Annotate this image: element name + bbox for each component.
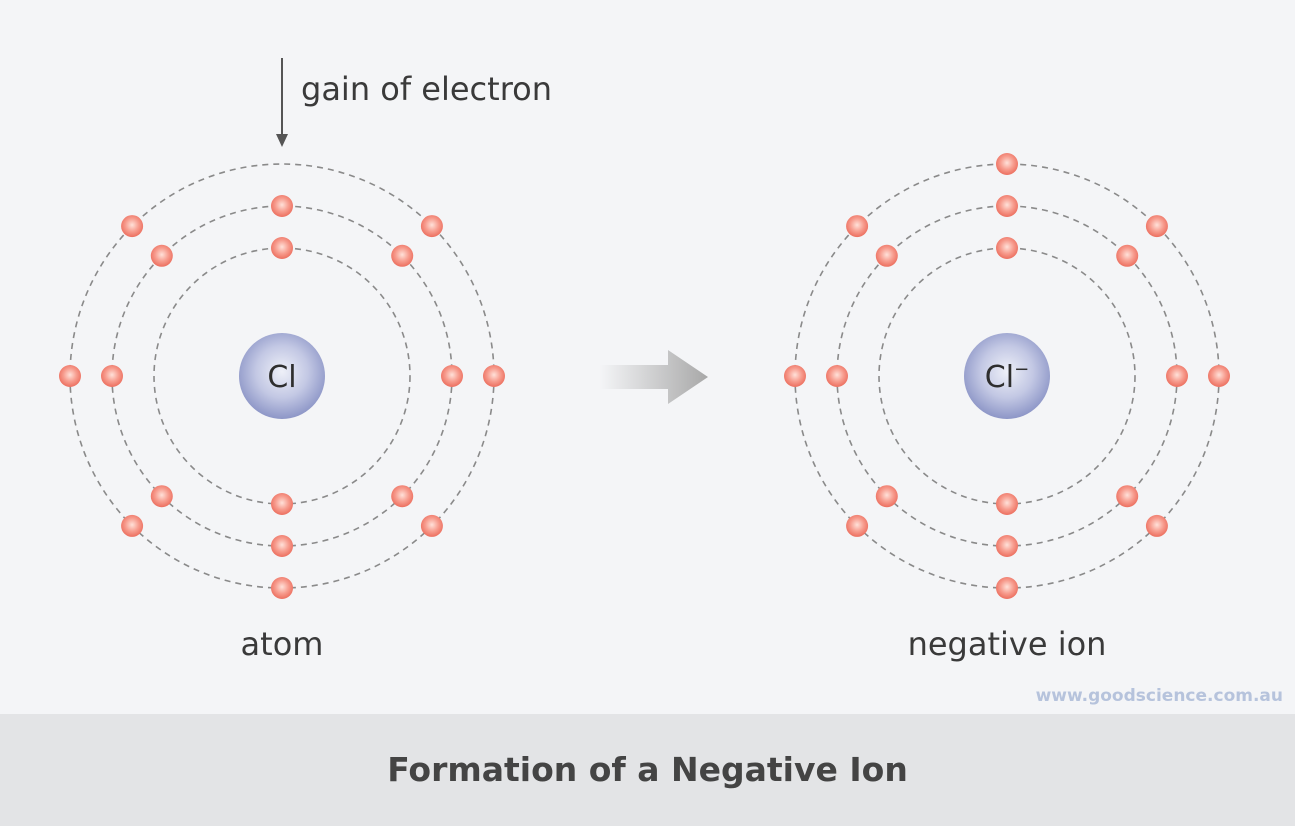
chloride-ion: Cl− (784, 153, 1230, 599)
footer-title: Formation of a Negative Ion (387, 750, 908, 789)
nucleus (239, 333, 325, 419)
arrow-down-icon (276, 58, 288, 147)
electron (101, 365, 123, 387)
electron (996, 493, 1018, 515)
ion-formation-diagram: Cl Cl− (59, 58, 1230, 599)
electron (271, 577, 293, 599)
electron (59, 365, 81, 387)
electron (121, 215, 144, 238)
gain-of-electron-label: gain of electron (301, 70, 552, 108)
electron (150, 485, 173, 508)
electron (846, 215, 869, 238)
electron (826, 365, 848, 387)
nucleus-symbol: Cl (267, 360, 296, 395)
electron (420, 215, 443, 238)
electron (483, 365, 505, 387)
electron (996, 153, 1018, 175)
electron (271, 237, 293, 259)
footer-bar: Formation of a Negative Ion (0, 714, 1295, 826)
electron (441, 365, 463, 387)
electron (1208, 365, 1230, 387)
electron (391, 244, 414, 267)
electron (1116, 485, 1139, 508)
electron (875, 244, 898, 267)
electron (150, 244, 173, 267)
electron (391, 485, 414, 508)
electron (420, 514, 443, 537)
negative-ion-label: negative ion (907, 625, 1107, 663)
arrow-right-icon (600, 350, 708, 404)
electron (1145, 215, 1168, 238)
electron (784, 365, 806, 387)
electron (271, 535, 293, 557)
electron (996, 535, 1018, 557)
electron (271, 195, 293, 217)
electron (996, 577, 1018, 599)
electron (846, 514, 869, 537)
electron (1145, 514, 1168, 537)
electron (875, 485, 898, 508)
atom-label: atom (240, 625, 324, 663)
electron (121, 514, 144, 537)
electron (271, 493, 293, 515)
electron (996, 195, 1018, 217)
charge-sign: − (1014, 359, 1029, 380)
website-url: www.goodscience.com.au (1035, 686, 1283, 706)
electron (1116, 244, 1139, 267)
chlorine-atom: Cl (59, 163, 505, 599)
electron (1166, 365, 1188, 387)
electron (996, 237, 1018, 259)
nucleus (964, 333, 1050, 419)
